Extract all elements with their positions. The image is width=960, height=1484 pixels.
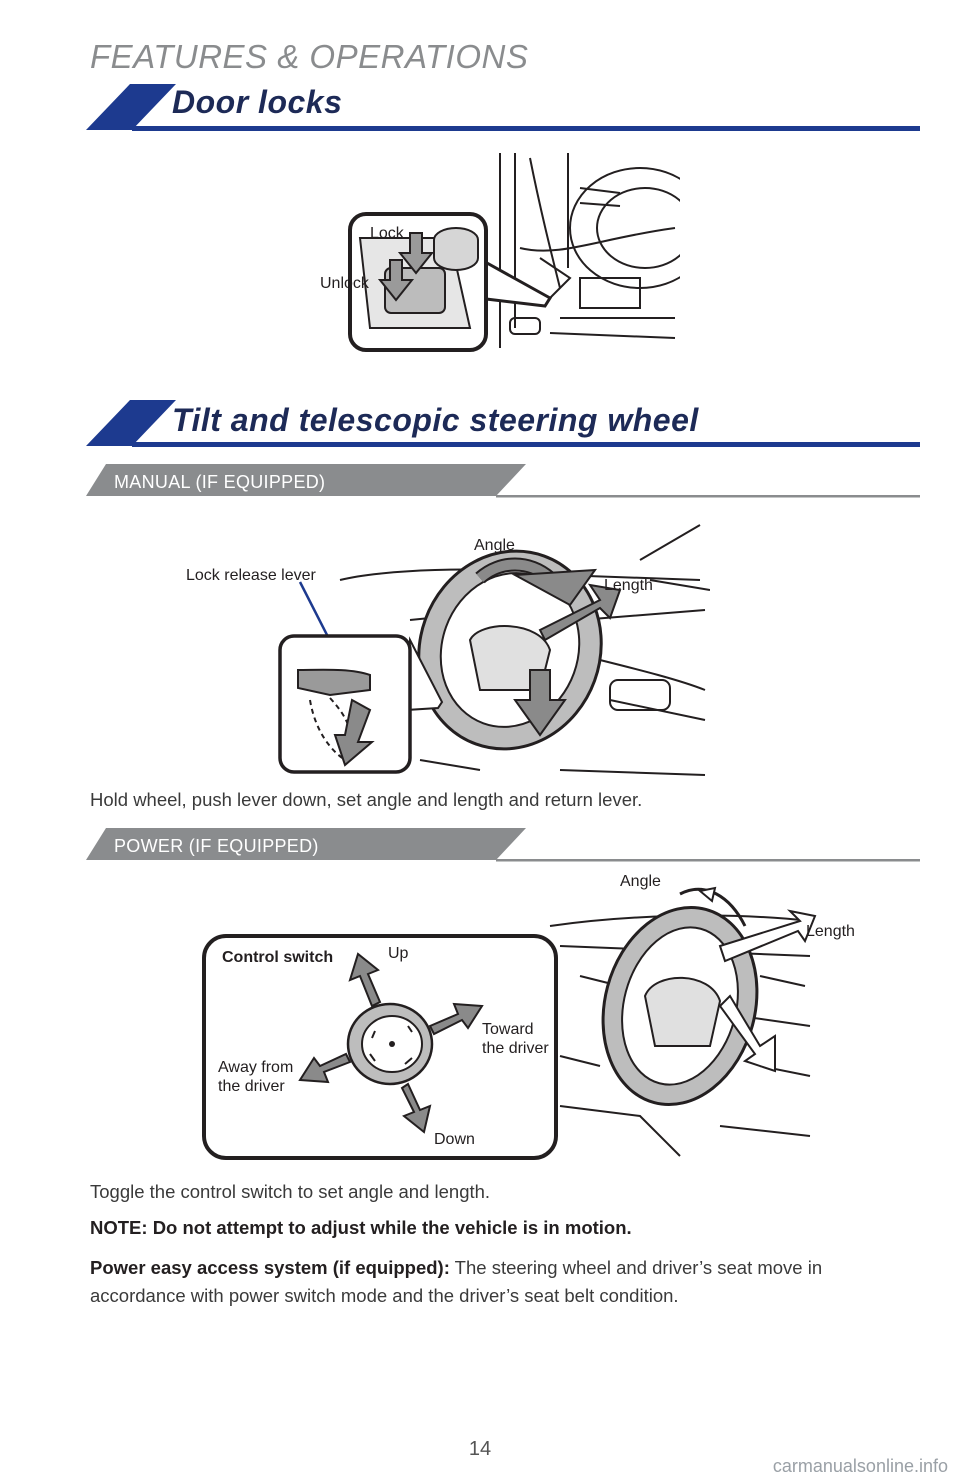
easy-access-text: The steering wheel and driver’s seat mov… (90, 1257, 823, 1306)
manual-caption: Hold wheel, push lever down, set angle a… (90, 789, 643, 810)
away-label-line2: the driver (218, 1078, 285, 1095)
steering-title: Tilt and telescopic steering wheel (172, 402, 699, 438)
toward-label-line1: Toward (482, 1021, 534, 1038)
power-angle-label: Angle (620, 873, 661, 890)
manual-length-label: Length (604, 577, 653, 594)
down-label: Down (434, 1131, 475, 1148)
manual-subheader-band (86, 464, 920, 498)
section-category: FEATURES & OPERATIONS (90, 38, 529, 75)
power-subheader-band (86, 828, 920, 862)
door-locks-title: Door locks (172, 84, 343, 120)
manual-steering-illustration: Lock release lever Angle Length (186, 524, 710, 776)
lock-label: Lock (370, 225, 405, 242)
lock-release-lever-label: Lock release lever (186, 567, 317, 584)
up-label: Up (388, 945, 409, 962)
door-lock-illustration: Lock Unlock (320, 153, 680, 352)
power-caption: Toggle the control switch to set angle a… (90, 1181, 491, 1202)
manual-subtitle: MANUAL (IF EQUIPPED) (114, 472, 326, 492)
watermark: carmanualsonline.info (772, 1456, 948, 1476)
motion-note: NOTE: Do not attempt to adjust while the… (90, 1217, 632, 1238)
toward-label-line2: the driver (482, 1040, 549, 1057)
easy-access-label: Power easy access system (if equipped): (90, 1257, 450, 1278)
manual-angle-label: Angle (474, 537, 515, 554)
easy-access-paragraph: Power easy access system (if equipped): … (90, 1254, 890, 1310)
unlock-label: Unlock (320, 275, 370, 292)
power-length-label: Length (806, 923, 855, 940)
steering-heading-band (86, 400, 920, 447)
power-subtitle: POWER (IF EQUIPPED) (114, 836, 319, 856)
page-number: 14 (468, 1438, 492, 1460)
away-label-line1: Away from (218, 1059, 293, 1076)
control-switch-label: Control switch (222, 949, 333, 966)
door-locks-heading-band (86, 84, 920, 131)
power-steering-illustration: Control switch Up Toward the driver Away… (202, 873, 855, 1160)
